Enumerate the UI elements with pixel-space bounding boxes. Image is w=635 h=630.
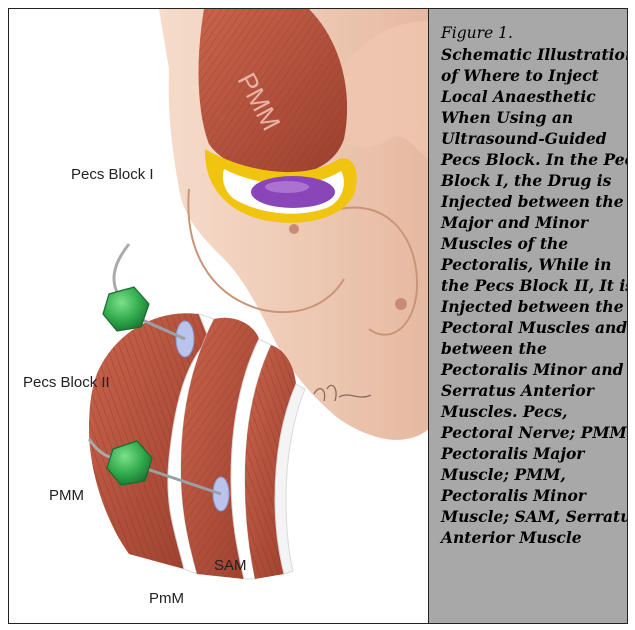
label-pecs-block-2: Pecs Block II <box>23 374 110 391</box>
caption-line: Pecs Block. In the Pecs <box>441 149 627 170</box>
caption-line: Muscles. Pecs, <box>441 401 627 422</box>
caption-line: the Pecs Block II, It is <box>441 275 627 296</box>
caption-line: Serratus Anterior <box>441 380 627 401</box>
caption-line: Pectoralis Major <box>441 443 627 464</box>
figure-caption: Figure 1. Schematic Illustration of Wher… <box>429 9 627 623</box>
caption-line: Muscles of the <box>441 233 627 254</box>
caption-line: of Where to Inject <box>441 65 627 86</box>
caption-line: Pectoral Muscles and <box>441 317 627 338</box>
illustration-drawing: PMM <box>9 9 429 623</box>
caption-line: Muscle; PMM, <box>441 464 627 485</box>
caption-line: Pectoralis, While in <box>441 254 627 275</box>
caption-line: Pectoral Nerve; PMM, <box>441 422 627 443</box>
label-sam: SAM <box>214 557 247 574</box>
caption-line: Injected between the <box>441 191 627 212</box>
caption-line: between the <box>441 338 627 359</box>
caption-line: Anterior Muscle <box>441 527 627 548</box>
caption-line: Injected between the <box>441 296 627 317</box>
caption-line: Major and Minor <box>441 212 627 233</box>
caption-line: Schematic Illustration <box>441 44 627 65</box>
figure-frame: PMM <box>8 8 628 624</box>
label-pecs-block-1: Pecs Block I <box>71 166 154 183</box>
caption-title: Figure 1. <box>441 23 627 44</box>
caption-line: Block I, the Drug is <box>441 170 627 191</box>
caption-line: When Using an <box>441 107 627 128</box>
caption-line: Ultrasound-Guided <box>441 128 627 149</box>
caption-line: Local Anaesthetic <box>441 86 627 107</box>
label-pmm-lower: PmM <box>149 590 184 607</box>
caption-line: Muscle; SAM, Serratus <box>441 506 627 527</box>
caption-line: Pectoralis Minor and <box>441 359 627 380</box>
caption-line: Pectoralis Minor <box>441 485 627 506</box>
label-pmm-left: PMM <box>49 487 84 504</box>
anatomical-illustration: PMM <box>9 9 429 623</box>
